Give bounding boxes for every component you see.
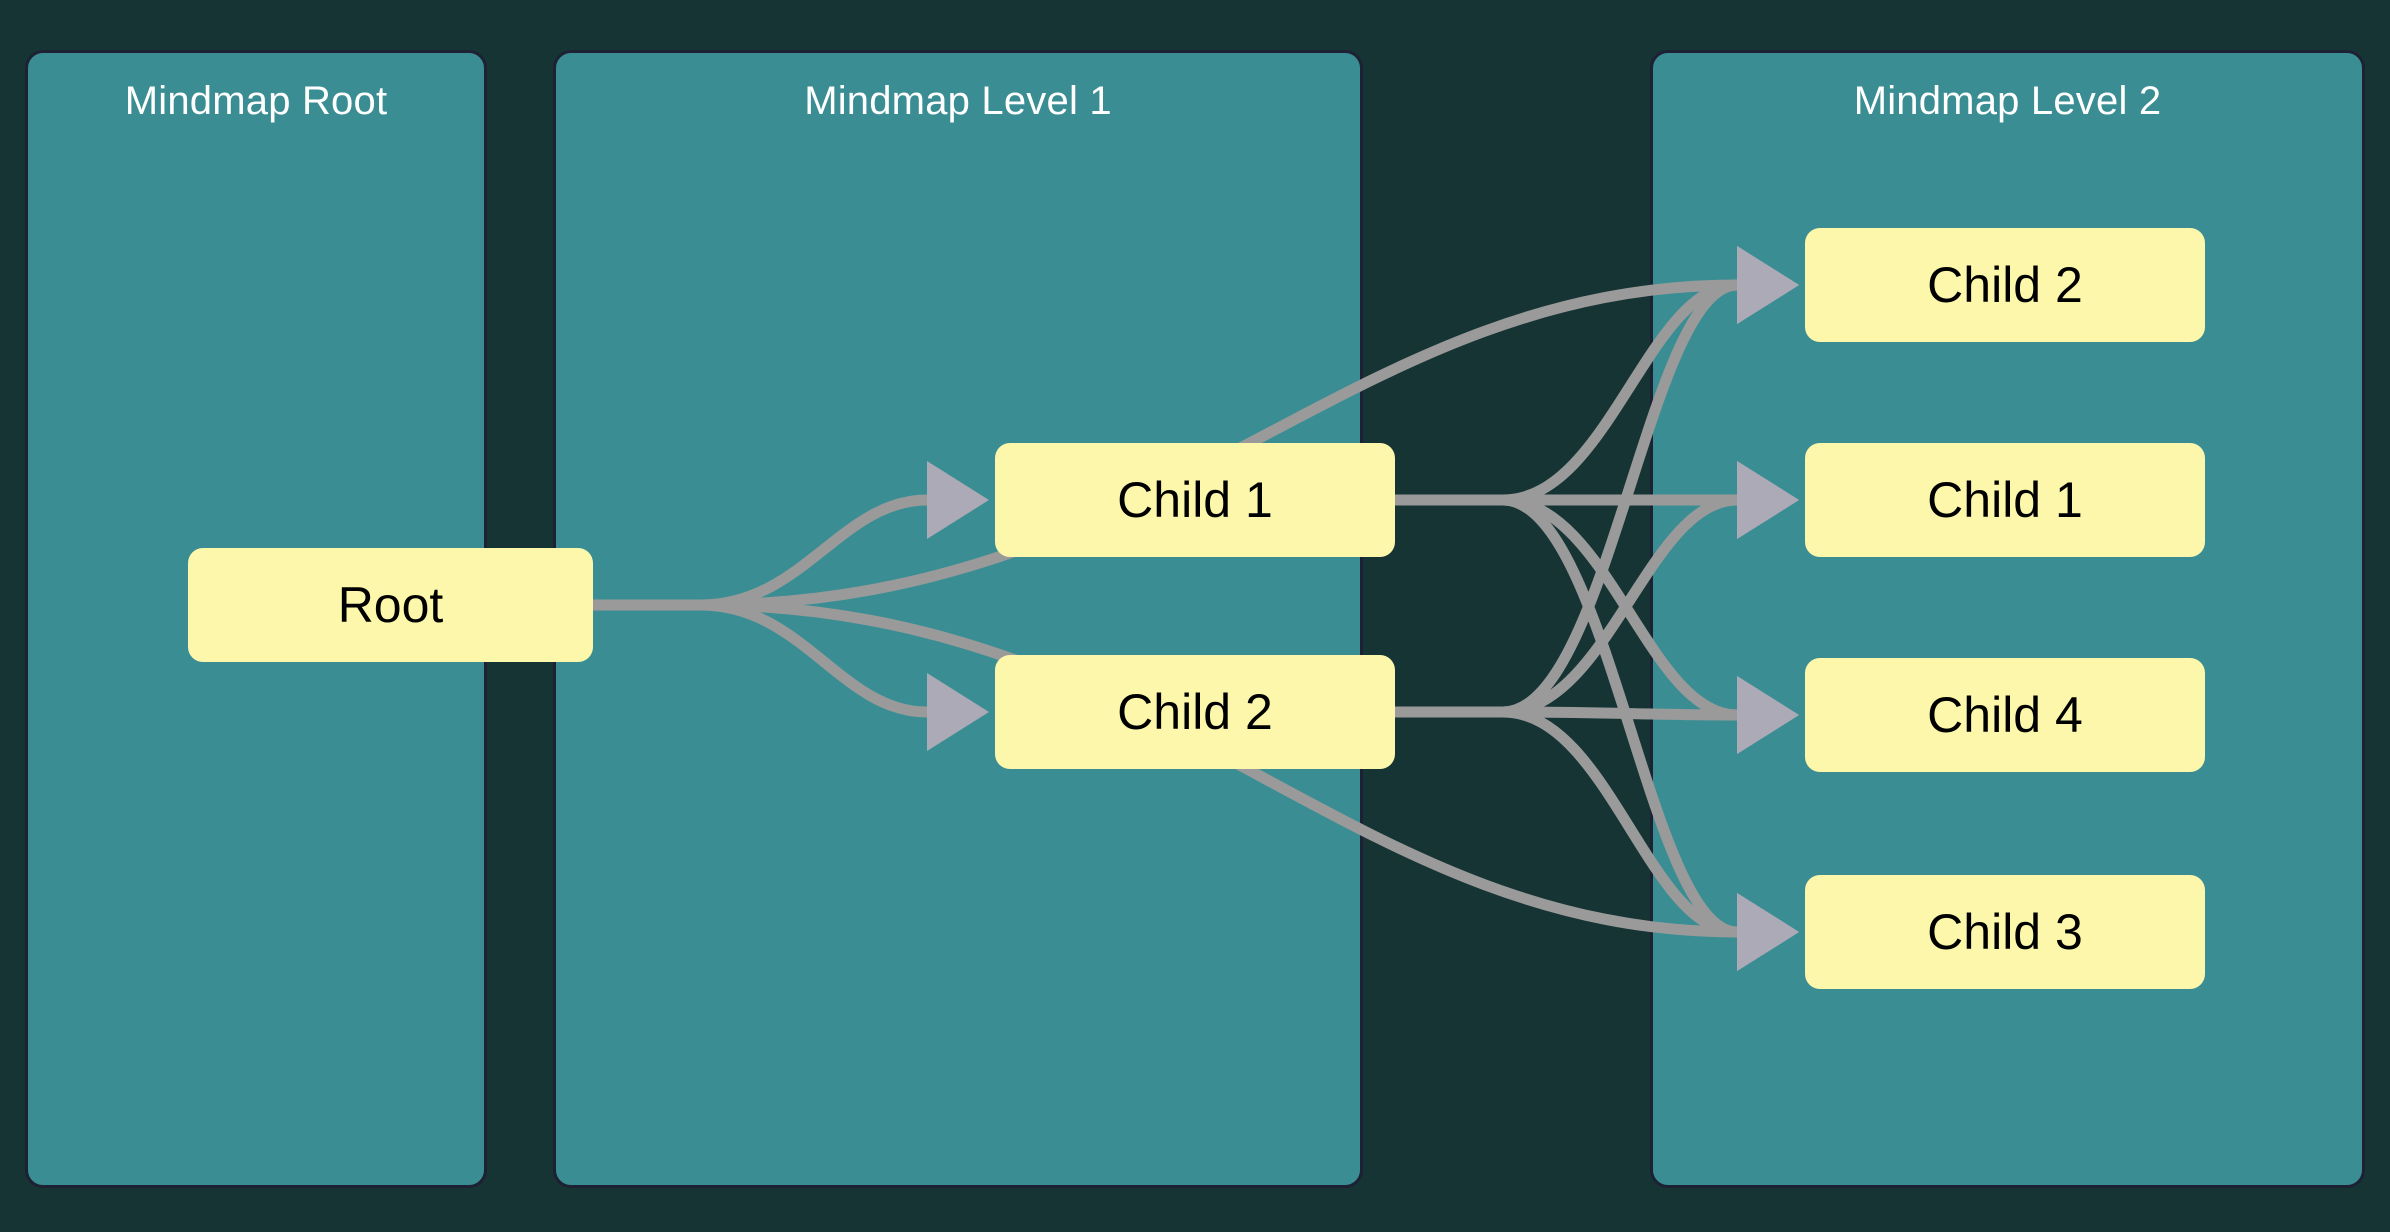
node-label: Child 1 — [1117, 472, 1273, 528]
node-n-l2-c1[interactable]: Child 1 — [1805, 443, 2205, 557]
panel-title-level1: Mindmap Level 1 — [804, 79, 1112, 123]
node-label: Child 3 — [1927, 904, 2083, 960]
panel-title-root: Mindmap Root — [124, 79, 388, 123]
node-n-l1-c2[interactable]: Child 2 — [995, 655, 1395, 769]
panel-level1[interactable]: Mindmap Level 1 — [553, 50, 1363, 1188]
panel-level2[interactable]: Mindmap Level 2 — [1650, 50, 2365, 1188]
node-n-l1-c1[interactable]: Child 1 — [995, 443, 1395, 557]
node-label: Root — [337, 577, 444, 633]
node-label: Child 2 — [1117, 684, 1273, 740]
node-n-root[interactable]: Root — [188, 548, 593, 662]
node-label: Child 2 — [1927, 257, 2083, 313]
node-label: Child 4 — [1927, 687, 2083, 743]
node-n-l2-c4[interactable]: Child 4 — [1805, 658, 2205, 772]
node-n-l2-c2[interactable]: Child 2 — [1805, 228, 2205, 342]
node-label: Child 1 — [1927, 472, 2083, 528]
node-n-l2-c3[interactable]: Child 3 — [1805, 875, 2205, 989]
panel-title-level2: Mindmap Level 2 — [1853, 79, 2162, 123]
